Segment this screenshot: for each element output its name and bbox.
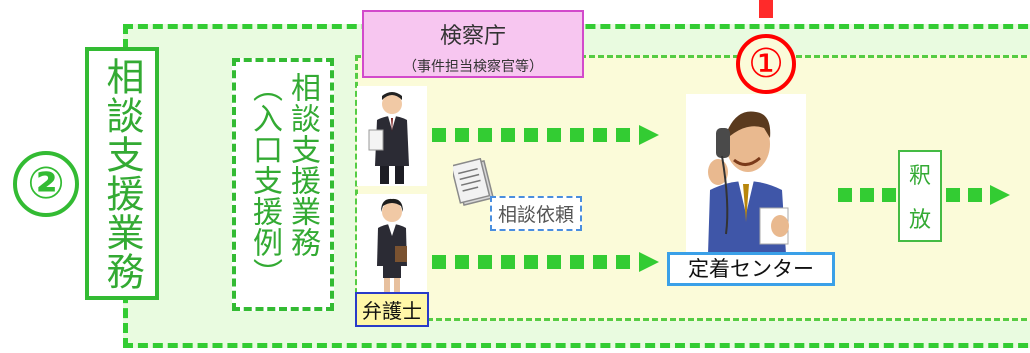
settlement-center-label: 定着センター <box>667 252 835 286</box>
businessman-card <box>357 86 427 186</box>
lawyer-label: 弁護士 <box>355 292 429 327</box>
consultation-request-label: 相談依頼 <box>490 196 583 231</box>
arrowhead-icon <box>639 125 659 145</box>
document-icon-wrap <box>450 157 495 212</box>
arrow-lawyer-to-center <box>432 252 659 272</box>
man-on-phone-icon <box>708 111 789 254</box>
entry-support-label-box: 相談支援業務（入口支援例） <box>232 58 334 311</box>
prosecutor-office-title: 検察庁 <box>439 24 506 49</box>
prosecutor-office-box: 検察庁 （事件担当検察官等） <box>362 10 584 78</box>
consultation-support-label: 相談支援業務 <box>100 56 144 291</box>
consultation-support-label-box: 相談支援業務 <box>85 47 159 300</box>
release-label-char-2: 放 <box>908 208 931 233</box>
release-label-char-1: 釈 <box>908 164 931 189</box>
arrowhead-icon <box>990 185 1010 205</box>
circled-number-one: ① <box>736 34 796 94</box>
businesswoman-card <box>357 194 427 294</box>
arrow-release-onward <box>946 185 1010 205</box>
document-icon <box>450 157 495 206</box>
arrowhead-icon <box>639 252 659 272</box>
release-box: 釈 放 <box>898 150 942 242</box>
prosecutor-office-subtitle: （事件担当検察官等） <box>403 59 543 75</box>
businesswoman-icon <box>377 198 407 292</box>
red-marker <box>759 0 773 18</box>
entry-support-label: 相談支援業務（入口支援例） <box>247 72 320 289</box>
arrow-prosecutor-to-center <box>432 125 659 145</box>
man-on-phone-card <box>686 94 806 254</box>
circled-number-two: ② <box>13 151 79 217</box>
businessman-icon <box>368 92 409 184</box>
